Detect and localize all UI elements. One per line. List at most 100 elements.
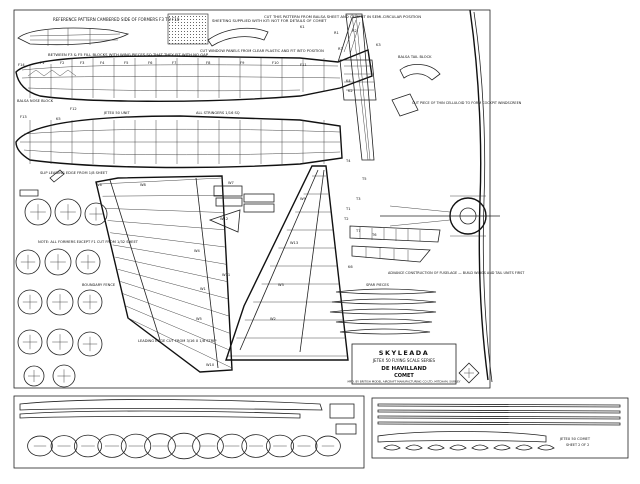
label-w1: W1 [200, 287, 206, 291]
former-outline [84, 202, 108, 226]
wing-rib [102, 195, 223, 197]
rib-piece [405, 444, 423, 451]
former-outline [46, 328, 74, 356]
edge-piece [49, 169, 65, 183]
label-r1: R1 [334, 31, 339, 35]
label-f12: F12 [70, 107, 77, 111]
front-view [380, 9, 500, 383]
fin-plan-view [339, 13, 377, 161]
former-outline [52, 364, 76, 388]
curved-pattern [207, 27, 269, 47]
rib-piece [383, 444, 401, 451]
wing-rib [122, 293, 231, 334]
wing-rib [110, 232, 226, 248]
series-name: JETEX 50 FLYING SCALE SERIES [372, 358, 436, 363]
former-outline [17, 329, 43, 355]
wing-rib [99, 177, 223, 185]
strip-label: JETEX 50 COMET [559, 437, 591, 441]
fuselage-side-view [15, 49, 373, 102]
rib-piece [471, 444, 489, 451]
spar-strip [377, 409, 621, 414]
label-leading-edge: LEADING EDGE CUT FROM 3/16 X 1/8 STRIP [138, 339, 217, 343]
title-block: SKYLEADA JETEX 50 FLYING SCALE SERIES DE… [348, 343, 461, 385]
label-r3: R3 [338, 47, 343, 51]
label-w2: W2 [270, 317, 276, 321]
model-name: COMET [394, 373, 414, 379]
bottom-former [144, 433, 176, 459]
label-f10: F10 [272, 61, 279, 65]
label-f13: F13 [20, 115, 27, 119]
label-w11: W11 [222, 273, 230, 277]
rib-piece [427, 444, 445, 451]
label-k1: K1 [300, 25, 305, 29]
wing-rib [115, 256, 228, 282]
wing-rib [107, 220, 225, 231]
bottom-left-strip [13, 395, 365, 469]
main-sheet-border [13, 9, 491, 389]
bottom-former [27, 435, 53, 457]
edge-strip [377, 431, 547, 443]
spar-pieces [329, 288, 437, 335]
spar-strip [377, 403, 621, 408]
label-t4: T4 [345, 159, 351, 163]
former-outline [46, 288, 74, 316]
note-window: CUT WINDOW PANELS FROM CLEAR PLASTIC AND… [200, 49, 324, 53]
wing-rib [105, 208, 224, 213]
formers-grid [15, 169, 108, 388]
label-k5: K5 [56, 117, 61, 121]
label-balsa-nose: BALSA NOSE BLOCK [17, 99, 54, 103]
former-outline [17, 289, 43, 315]
note-former-pattern: REFERENCE PATTERN CAMBERED SIDE OF FORME… [53, 17, 180, 22]
nose-side-view [17, 27, 130, 46]
rib-piece [537, 444, 555, 451]
bottom-former [241, 434, 271, 458]
spar-strip [377, 415, 621, 420]
former-outline [44, 248, 72, 276]
bottom-former [216, 433, 248, 459]
wing-rib [112, 244, 227, 265]
note-cockpit: CUT PIECE OF THIN CELLULOID TO FORM COCK… [412, 101, 522, 105]
label-w13: W13 [290, 241, 298, 245]
windscreen-piece [391, 93, 419, 117]
bottom-former [97, 434, 127, 458]
spar-piece [339, 328, 431, 335]
part-labels: F1 F2 F3 F4 F5 F6 F7 F8 F9 F10 F11 F12 F… [18, 25, 381, 367]
bottom-former [50, 435, 78, 457]
label-t6: T6 [371, 233, 377, 237]
label-spar: SPAR PIECES [366, 283, 390, 287]
rib-piece [493, 444, 511, 451]
former-outline [24, 198, 52, 226]
small-parts-center [208, 185, 275, 233]
spar-strip [377, 421, 621, 426]
bottom-former [265, 434, 294, 458]
former-outline [77, 331, 103, 357]
stringer-strip [19, 410, 301, 419]
spar-piece [331, 298, 437, 305]
spar-piece [329, 308, 437, 315]
spar-piece [335, 318, 433, 325]
label-f14: F14 [18, 63, 25, 67]
label-f8: F8 [206, 61, 211, 65]
label-w10: W10 [206, 363, 215, 367]
label-slip-edge: SLIP LEADING EDGE FROM 1/8 SHEET [40, 171, 108, 175]
label-f5: F5 [124, 61, 128, 65]
label-w12: W12 [220, 217, 228, 221]
edge-piece [19, 189, 39, 197]
label-f11: F11 [300, 63, 307, 67]
bottom-parts [19, 399, 357, 460]
former-outline [75, 249, 101, 275]
label-t1: T1 [345, 207, 350, 211]
bottom-former [315, 435, 341, 457]
brand-name: SKYLEADA [379, 349, 429, 357]
bottom-former [167, 432, 201, 460]
strip-sub: SHEET 2 OF 2 [566, 443, 589, 447]
label-f6: F6 [148, 61, 153, 65]
label-boundary-fence: BOUNDARY FENCE [82, 283, 116, 287]
bottom-former [74, 434, 103, 458]
credit-line: MFD. BY BRITISH MODEL AIRCRAFT MANUFACTU… [348, 380, 461, 384]
label-t7: T7 [355, 229, 360, 233]
label-f3: F3 [80, 61, 84, 65]
rib-piece [515, 444, 533, 451]
maker-logo [458, 362, 480, 384]
